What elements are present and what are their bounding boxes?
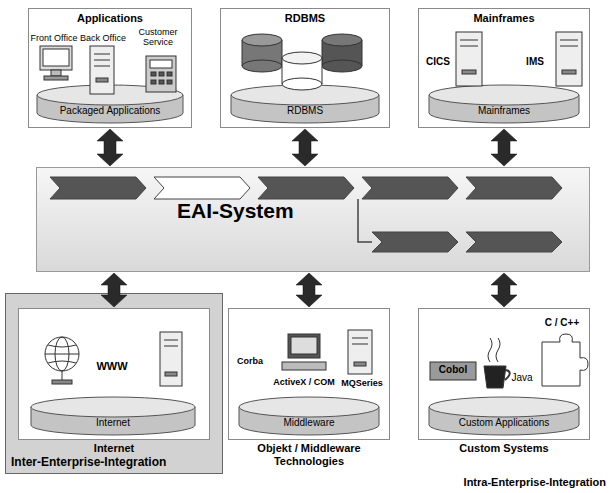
part-label: Corba bbox=[230, 356, 270, 366]
platform-disk: Custom Applications bbox=[428, 396, 580, 436]
panel-heading: EAI-System bbox=[177, 198, 294, 223]
system-panel: MainframesMainframes bbox=[418, 8, 590, 128]
panel-heading: Objekt / Middleware Technologies bbox=[229, 442, 389, 468]
label-holder: Cobol bbox=[430, 364, 476, 376]
double-arrow bbox=[101, 273, 127, 307]
eai-band: EAI-System bbox=[36, 167, 590, 272]
process-chevrons bbox=[50, 177, 562, 252]
part-label: IMS bbox=[518, 56, 552, 68]
part-label: CICS bbox=[422, 56, 454, 68]
platform-label: Mainframes bbox=[428, 105, 580, 117]
label-holder: Front Office bbox=[28, 33, 80, 43]
disk-outline bbox=[230, 84, 380, 124]
panel-heading: Applications bbox=[29, 9, 191, 25]
label-holder: C / C++ bbox=[536, 317, 588, 329]
part-label: Cobol bbox=[430, 364, 476, 376]
system-panel: Objekt / Middleware TechnologiesMiddlewa… bbox=[228, 308, 390, 440]
part-label: ActiveX / COM bbox=[266, 377, 342, 387]
globe-and-server bbox=[45, 332, 182, 386]
database-cylinders bbox=[242, 34, 362, 90]
part-label: Intra-Enterprise-Integration bbox=[400, 476, 606, 489]
disk-outline bbox=[238, 396, 380, 436]
panel-heading: RDBMS bbox=[221, 9, 389, 25]
double-arrow bbox=[491, 129, 517, 166]
part-label: MQSeries bbox=[336, 378, 388, 388]
part-label: Java bbox=[506, 372, 538, 384]
platform-label: Packaged Applications bbox=[36, 105, 184, 117]
system-panel: RDBMS RDBMS bbox=[220, 8, 390, 128]
part-label: Front Office bbox=[28, 33, 80, 43]
customer-service-phone bbox=[146, 56, 176, 92]
double-arrow bbox=[292, 129, 318, 166]
platform-label: Custom Applications bbox=[428, 417, 580, 429]
platform-disk: Packaged Applications bbox=[36, 84, 184, 124]
label-holder: CICS bbox=[422, 56, 454, 68]
front-office-monitor bbox=[40, 46, 72, 80]
platform-disk: RDBMS bbox=[230, 84, 380, 124]
mainframe-towers bbox=[456, 32, 582, 86]
label-holder: Customer Service bbox=[132, 27, 184, 48]
middleware-computers bbox=[282, 330, 372, 374]
integration-region: Inter-Enterprise-IntegrationInternetInte… bbox=[5, 293, 223, 474]
panel-heading: Mainframes bbox=[419, 9, 589, 25]
part-label: C / C++ bbox=[536, 317, 588, 329]
platform-label: RDBMS bbox=[230, 105, 380, 117]
system-panel: ApplicationsPackaged Applications bbox=[28, 8, 192, 128]
disk-outline bbox=[428, 396, 580, 436]
disk-outline bbox=[36, 84, 184, 124]
disk-outline bbox=[30, 396, 196, 436]
part-label: Back Office bbox=[80, 33, 126, 43]
double-arrow bbox=[491, 273, 517, 307]
panel-heading: Inter-Enterprise-Integration bbox=[6, 455, 222, 469]
platform-label: Middleware bbox=[238, 417, 380, 429]
panel-heading: Internet bbox=[19, 442, 209, 455]
label-holder: ActiveX / COM bbox=[266, 377, 342, 387]
label-holder: Java bbox=[506, 372, 538, 384]
double-arrow bbox=[97, 129, 123, 166]
label-holder: IMS bbox=[518, 56, 552, 68]
platform-disk: Internet bbox=[30, 396, 196, 436]
panel-heading: Custom Systems bbox=[419, 442, 589, 455]
label-holder: WWW bbox=[84, 360, 140, 373]
platform-disk: Mainframes bbox=[428, 84, 580, 124]
disk-outline bbox=[428, 84, 580, 124]
part-label: WWW bbox=[84, 360, 140, 373]
label-holder: Intra-Enterprise-Integration bbox=[400, 476, 606, 489]
label-holder: MQSeries bbox=[336, 378, 388, 388]
language-icons bbox=[430, 334, 588, 388]
platform-disk: Middleware bbox=[238, 396, 380, 436]
part-label: Customer Service bbox=[132, 27, 184, 48]
double-arrow bbox=[296, 273, 322, 307]
back-office-server bbox=[90, 46, 114, 94]
platform-label: Internet bbox=[30, 417, 196, 429]
label-holder: Back Office bbox=[80, 33, 126, 43]
system-panel: InternetInternet bbox=[18, 308, 210, 440]
label-holder: Corba bbox=[230, 356, 270, 366]
